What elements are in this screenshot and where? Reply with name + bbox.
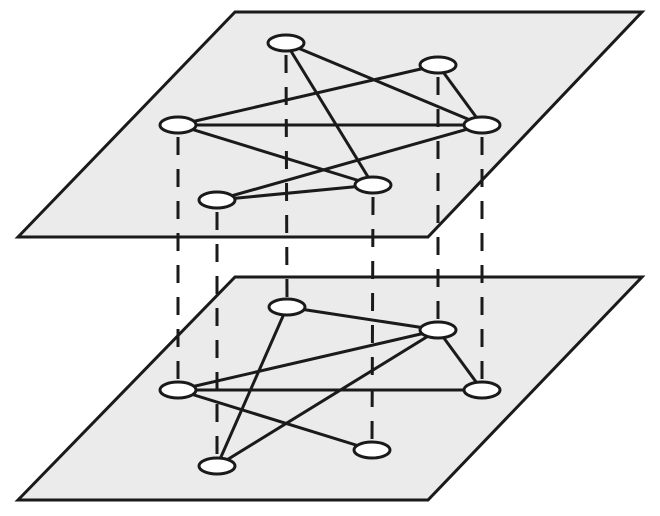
top-edge-n1-n4 [285,41,483,127]
top-node-n2 [418,55,458,75]
top-node-n5 [353,175,393,195]
bottom-node-n6 [197,456,237,476]
interlayer-link-n1 [284,54,289,300]
bottom-edge-n2-n3 [177,328,439,392]
bottom-node-n1 [267,297,307,317]
top-edge-n2-n3 [177,63,439,127]
bottom-node-n2 [418,320,458,340]
bottom-edge-n3-n5 [177,388,373,452]
top-edge-n3-n5 [177,123,374,187]
bottom-node-n4 [462,380,502,400]
interlayer-link-n5 [370,196,375,443]
top-node-n6 [197,190,237,210]
network-nodes [158,33,502,476]
bottom-edge-n2-n4 [436,329,484,391]
bottom-node-n3 [158,380,198,400]
bottom-edge-n1-n2 [286,305,439,332]
top-edge-n6-n5 [216,183,374,202]
bottom-edge-n1-n6 [215,306,289,467]
bottom-node-n5 [352,440,392,460]
top-node-n4 [462,115,502,135]
top-node-n3 [158,115,198,135]
top-edge-n6-n4 [216,123,483,202]
interlayer-links [176,54,484,458]
bottom-edge-n2-n6 [216,328,439,468]
network-edges [177,41,484,468]
top-node-n1 [266,33,306,53]
top-edge-n2-n4 [436,64,484,126]
